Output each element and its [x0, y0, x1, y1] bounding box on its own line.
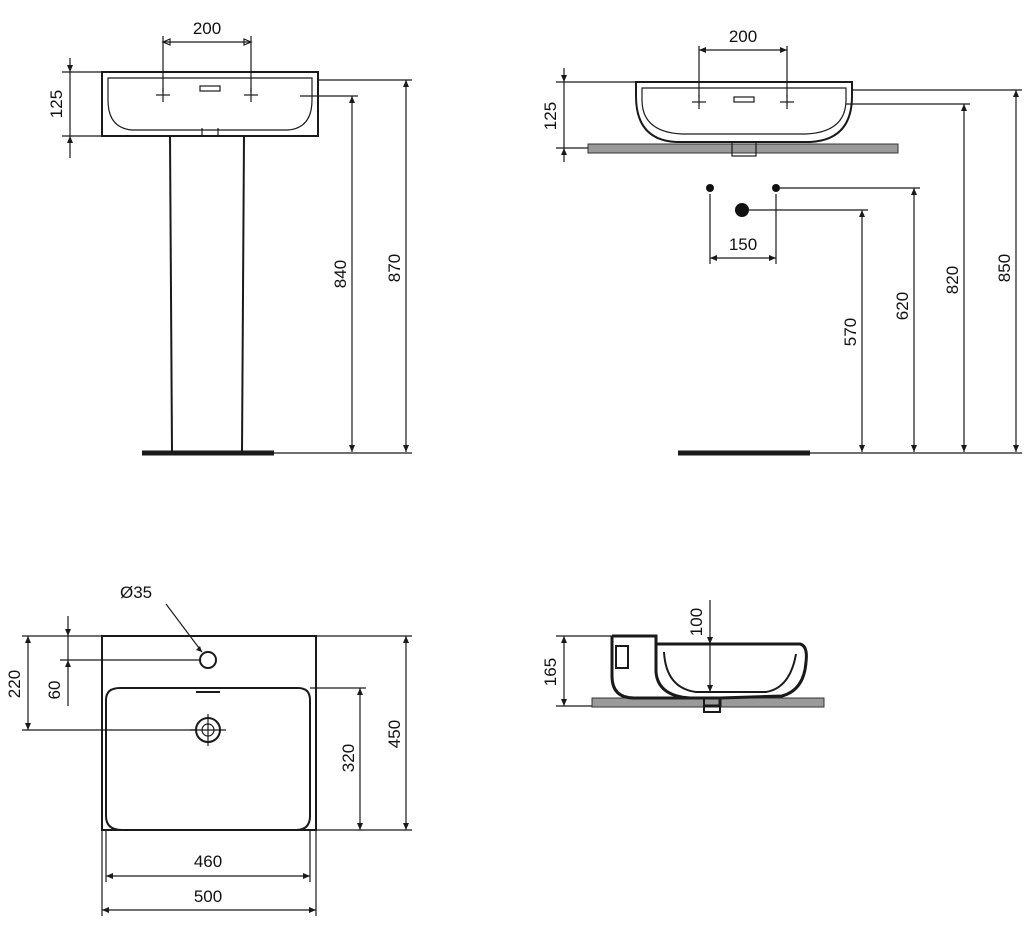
dimension-tap-hole-offset: 60 [45, 616, 200, 706]
dim-label: 125 [541, 102, 560, 130]
pedestal-front-view: 200 125 840 870 [47, 19, 412, 456]
dimension-overall-width: 500 [101, 830, 317, 916]
supply-point-left [706, 184, 714, 192]
dim-label: 60 [45, 681, 64, 700]
dimension-bowl-width: 460 [105, 830, 311, 882]
basin-section-outline [610, 634, 808, 708]
dim-label: 850 [995, 254, 1014, 282]
dim-label: 450 [385, 720, 404, 748]
dimension-supply-spacing: 150 [709, 194, 777, 264]
dim-label: 125 [47, 90, 66, 118]
dimension-basin-depth: 125 [541, 68, 636, 162]
basin-bowl [641, 87, 847, 135]
dim-label: 840 [331, 260, 350, 288]
dimension-rim-height-inner: 820 [846, 103, 970, 452]
dim-label: Ø35 [120, 583, 152, 602]
dim-label: 870 [385, 254, 404, 282]
dimension-tap-spacing: 200 [698, 27, 788, 98]
dimension-waste-height: 570 [749, 209, 868, 452]
side-section-view: 100 165 [541, 600, 825, 713]
wall-hung-front-view: 200 125 150 570 62 [541, 27, 1022, 456]
plan-view: Ø35 60 220 320 [5, 583, 412, 916]
dim-label: 150 [729, 235, 757, 254]
tap-deck [615, 645, 629, 669]
basin-inner-bowl [663, 651, 797, 693]
overflow-slot [199, 85, 221, 92]
dim-label: 100 [687, 608, 706, 636]
waste-outlet [201, 128, 219, 136]
dim-label: 620 [893, 292, 912, 320]
pedestal-left-edge [169, 135, 173, 453]
basin-outer-outline [101, 635, 317, 831]
dimension-tap-spacing: 200 [161, 19, 253, 92]
dimension-supply-height: 620 [780, 187, 920, 452]
dimension-rim-height-inner: 840 [300, 95, 358, 452]
basin-outline [101, 71, 319, 137]
basin-bowl [107, 77, 313, 131]
dim-label: 570 [841, 318, 860, 346]
dimension-overall-depth: 450 [316, 635, 412, 831]
waste-point [735, 203, 749, 217]
overflow-slot [733, 96, 755, 103]
dimension-overall-height: 165 [541, 635, 612, 707]
pedestal-right-edge [241, 135, 245, 453]
basin-bowl-outline [105, 687, 311, 831]
dim-label: 500 [194, 887, 222, 906]
dimension-waste-offset: 220 [5, 635, 196, 731]
counter-slab [587, 143, 899, 154]
dim-label: 220 [5, 670, 24, 698]
supply-point-right [772, 184, 780, 192]
dimension-bowl-depth: 320 [310, 687, 366, 831]
dimension-tap-hole-diameter: Ø35 [120, 583, 203, 653]
dimension-rim-height-total: 850 [810, 89, 1022, 454]
dim-label: 200 [193, 19, 221, 38]
dim-label: 820 [943, 266, 962, 294]
basin-outline [635, 81, 853, 143]
dim-label: 165 [541, 658, 560, 686]
waste-outlet [731, 141, 757, 157]
tap-hole [199, 651, 217, 669]
dimension-rim-height-total: 870 [274, 79, 412, 454]
dimension-bowl-depth: 100 [656, 600, 740, 692]
dimension-basin-depth: 125 [47, 58, 102, 158]
waste-section [703, 698, 721, 713]
dim-label: 200 [729, 27, 757, 46]
dim-label: 460 [194, 852, 222, 871]
dim-label: 320 [339, 744, 358, 772]
